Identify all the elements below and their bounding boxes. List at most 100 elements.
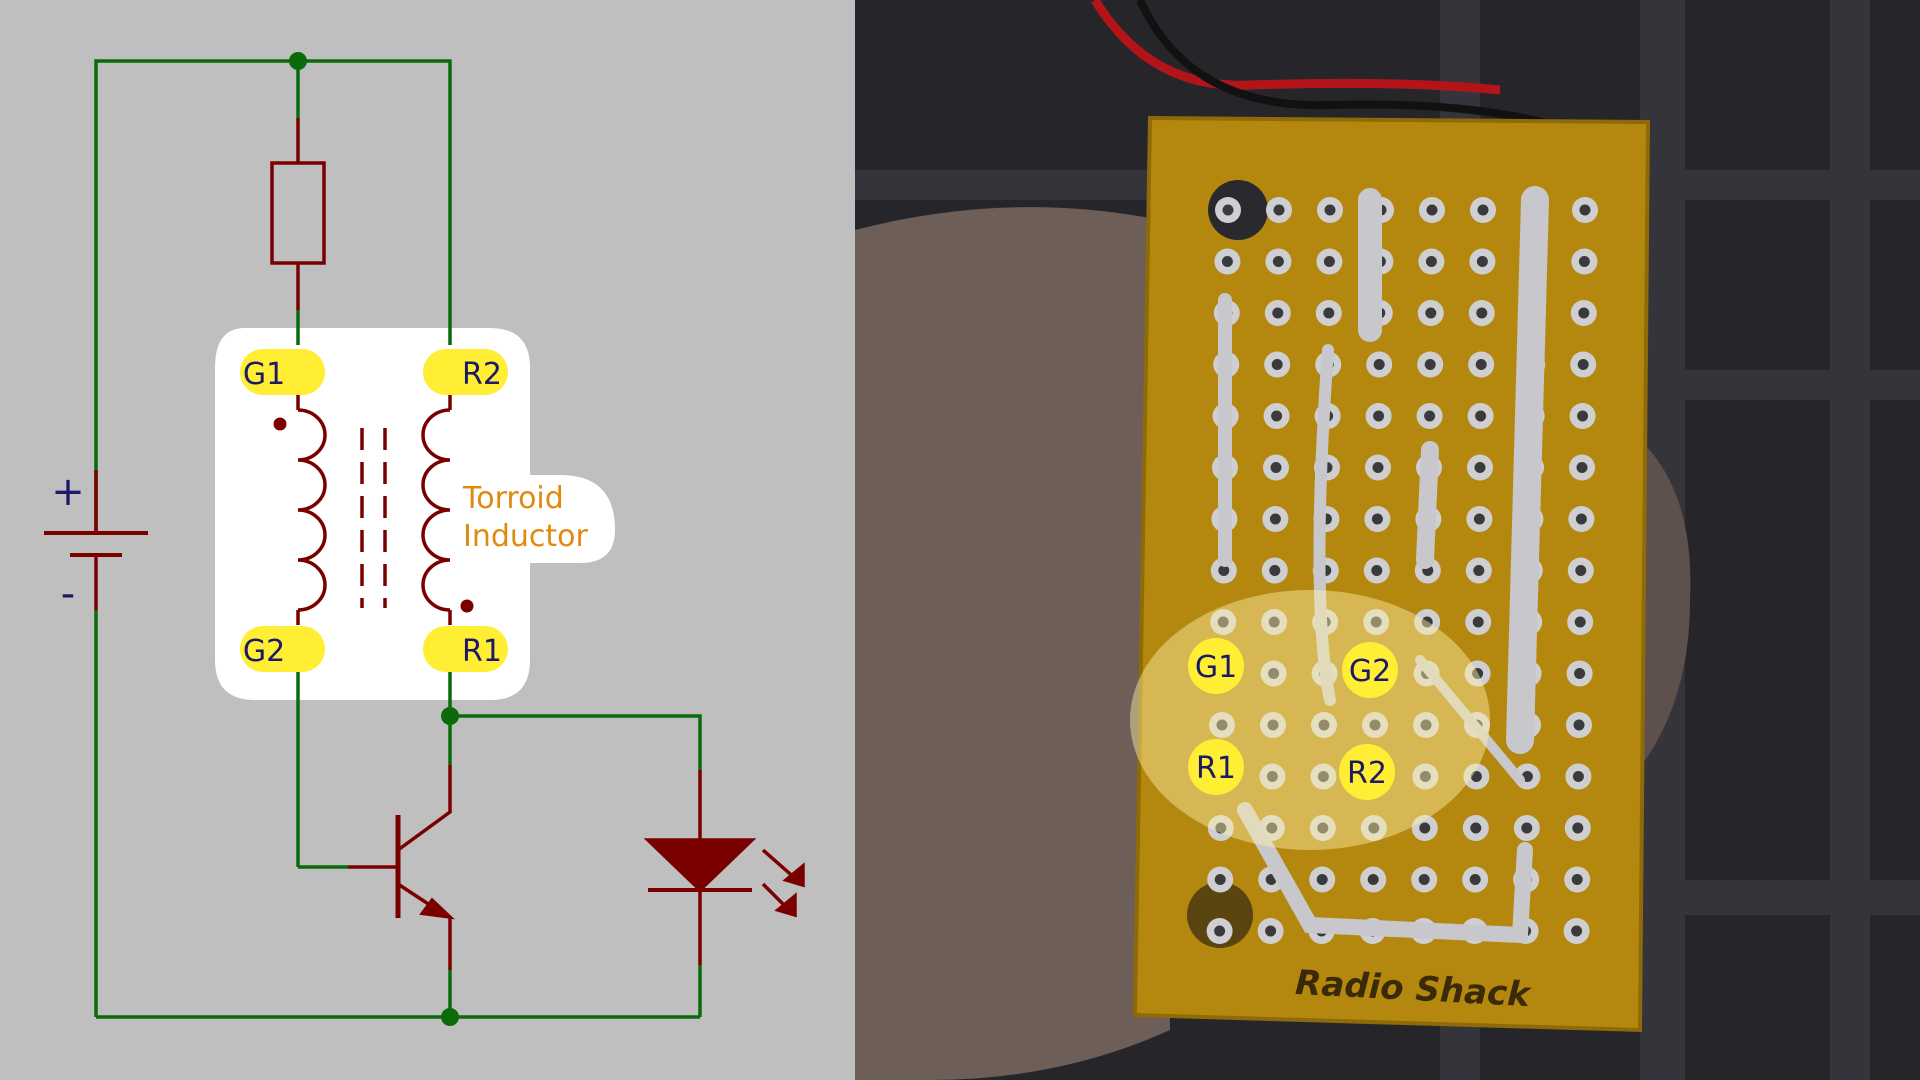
perfboard-hole	[1476, 307, 1488, 319]
photo-pad-label-g1: G1	[1195, 650, 1237, 685]
battery-minus-label: -	[61, 571, 75, 617]
perfboard-hole	[1469, 874, 1481, 885]
perfboard-hole	[1421, 616, 1433, 628]
perfboard-hole	[1425, 307, 1437, 319]
junction-top	[289, 52, 307, 70]
battery	[44, 470, 148, 610]
polarity-dot-left	[273, 417, 287, 431]
perfboard-hole	[1470, 771, 1482, 782]
perfboard-hole	[1367, 874, 1379, 885]
perfboard-hole	[1323, 256, 1335, 267]
perfboard-hole	[1472, 616, 1484, 628]
perfboard-hole	[1265, 925, 1277, 937]
pad-area-highlight	[1130, 590, 1490, 850]
resistor	[270, 118, 326, 310]
perfboard-hole	[1475, 359, 1487, 370]
perfboard-hole	[1370, 616, 1382, 628]
photo-pad-label-r1: R1	[1196, 751, 1236, 786]
perfboard-hole	[1475, 410, 1487, 422]
perfboard-hole	[1266, 771, 1278, 782]
perfboard-hole	[1572, 822, 1584, 834]
perfboard-hole	[1268, 616, 1280, 628]
battery-plus-label: +	[51, 469, 85, 515]
perfboard-hole	[1372, 462, 1384, 473]
perfboard-hole	[1579, 204, 1591, 216]
perfboard-hole	[1473, 565, 1485, 576]
schematic-panel: + - Torroid Inductor G1 R2 G2	[0, 0, 855, 1080]
perfboard-hole	[1318, 719, 1330, 731]
perfboard-hole	[1317, 771, 1329, 782]
perfboard-hole	[1470, 822, 1482, 834]
polarity-dot-right	[460, 599, 474, 613]
perfboard-hole	[1323, 307, 1335, 319]
perfboard-hole	[1317, 822, 1329, 834]
perfboard-hole	[1271, 359, 1283, 370]
perfboard-hole	[1316, 874, 1328, 885]
pad-label-r1: R1	[462, 634, 502, 669]
perfboard-hole	[1477, 204, 1489, 216]
perfboard-hole	[1577, 359, 1589, 370]
photo-pad-label-r2: R2	[1347, 756, 1387, 791]
perfboard-hole	[1373, 410, 1385, 422]
perfboard-hole	[1272, 307, 1284, 319]
perfboard-hole	[1419, 822, 1431, 834]
perfboard-hole	[1269, 513, 1281, 525]
perfboard-hole	[1371, 513, 1383, 525]
perfboard-hole	[1476, 256, 1488, 267]
mount-hole-bottom	[1187, 882, 1253, 948]
junction-bottom	[441, 1008, 459, 1026]
perfboard-hole	[1425, 256, 1437, 267]
perfboard-hole	[1521, 822, 1533, 834]
schematic-pad-g2: G2	[240, 626, 325, 672]
photo-pad-g2: G2	[1342, 642, 1398, 698]
perfboard-hole	[1272, 256, 1284, 267]
perfboard-hole	[1575, 565, 1587, 576]
perfboard-hole	[1371, 565, 1383, 576]
perfboard-hole	[1420, 719, 1432, 731]
photo-pad-r1: R1	[1188, 739, 1244, 795]
perfboard-hole	[1472, 668, 1484, 679]
perfboard-hole	[1214, 874, 1226, 885]
inductor-label-line2: Inductor	[463, 519, 589, 554]
perfboard-hole	[1575, 513, 1587, 525]
perfboard-hole	[1269, 565, 1281, 576]
perfboard-hole	[1474, 462, 1486, 473]
red-wire	[1091, 0, 1501, 95]
pad-label-r2: R2	[462, 357, 502, 392]
npn-transistor	[348, 765, 455, 970]
wires	[94, 59, 702, 1019]
perfboard-hole	[1221, 256, 1233, 267]
photo-panel: Radio Shack G1 G2 R1 R2	[855, 0, 1920, 1080]
perfboard-hole	[1273, 204, 1285, 216]
perfboard-hole	[1571, 925, 1583, 937]
perfboard-hole	[1373, 359, 1385, 370]
photo-pad-r2: R2	[1339, 744, 1395, 800]
perfboard-hole	[1576, 462, 1588, 473]
perfboard-hole	[1271, 410, 1283, 422]
schematic-pad-r1: R1	[423, 626, 508, 672]
perfboard-hole	[1267, 719, 1279, 731]
perfboard-hole	[1216, 719, 1228, 731]
perfboard-hole	[1268, 668, 1280, 679]
perfboard-hole	[1574, 668, 1586, 679]
inductor-callout-background	[215, 328, 615, 700]
junction-collector	[441, 707, 459, 725]
inductor	[296, 395, 452, 625]
schematic-pad-g1: G1	[240, 349, 325, 395]
led	[643, 770, 805, 965]
hand	[855, 207, 1170, 1080]
pad-label-g2: G2	[243, 634, 285, 669]
perfboard-hole	[1573, 719, 1585, 731]
perfboard-hole	[1215, 822, 1227, 834]
perfboard: Radio Shack	[1130, 115, 1651, 1033]
perfboard-hole	[1324, 204, 1336, 216]
perfboard-hole	[1419, 771, 1431, 782]
perfboard-hole	[1578, 256, 1590, 267]
pad-label-g1: G1	[243, 357, 285, 392]
perfboard-hole	[1222, 204, 1234, 216]
solder-traces	[1218, 186, 1549, 944]
perfboard-hole	[1217, 616, 1229, 628]
photo-pad-label-g2: G2	[1349, 654, 1391, 689]
perfboard-hole	[1266, 822, 1278, 834]
perfboard-hole	[1369, 719, 1381, 731]
